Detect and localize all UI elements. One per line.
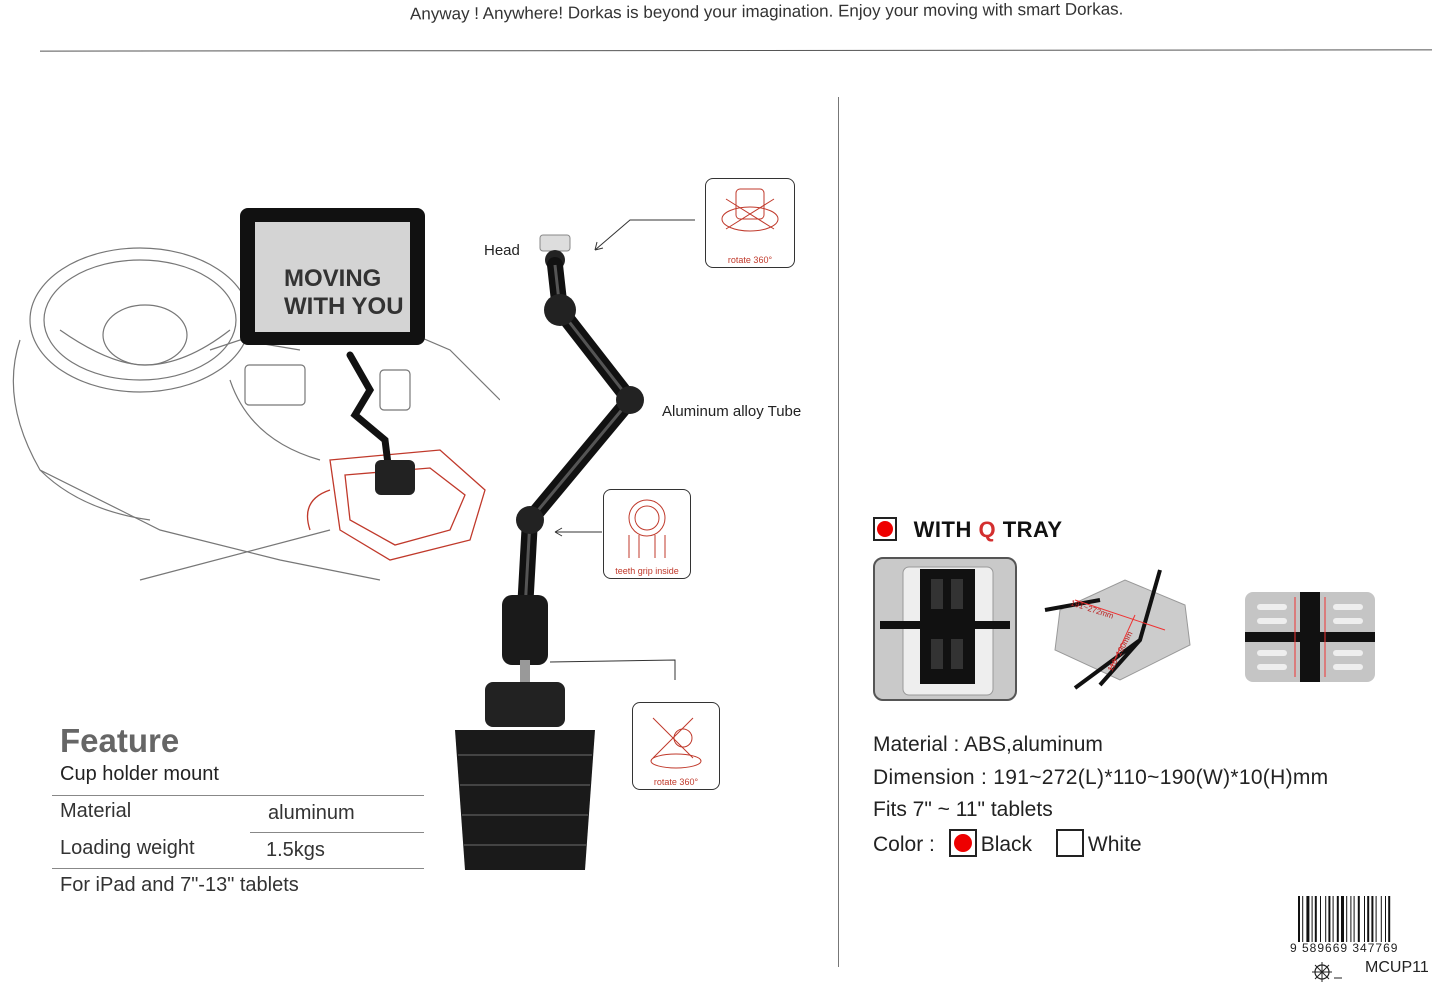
rotate-base-callout: rotate 360° (632, 702, 720, 790)
barcode-bar (1311, 896, 1313, 942)
spec-weight-value: 1.5kgs (266, 839, 325, 861)
barcode-bar (1306, 896, 1310, 942)
rotate-base-caption: rotate 360° (653, 777, 699, 787)
barcode-digits: 9 589669 347769 (1290, 941, 1399, 955)
tray-heading-suffix: TRAY (996, 517, 1063, 542)
rotate-head-caption: rotate 360° (727, 255, 773, 265)
tagline: Anyway ! Anywhere! Dorkas is beyond your… (409, 0, 1124, 24)
tray-heading-q: Q (978, 517, 997, 542)
cup-holder-mount-illustration (455, 234, 644, 870)
rotate-head-callout: rotate 360° (705, 178, 795, 268)
barcode-bar (1325, 896, 1327, 942)
color-option-black: Black (980, 833, 1033, 856)
tablet-screen-text: MOVING WITH YOU (284, 265, 404, 321)
barcode-bar (1328, 896, 1331, 942)
barcode-bar (1371, 896, 1374, 942)
car-interior-illustration (12, 208, 500, 581)
teeth-grip-sketch (628, 499, 666, 558)
tablet-screen (255, 222, 410, 332)
rotate-base-sketch (650, 717, 702, 769)
barcode-bar (1380, 896, 1382, 942)
spec-material-value: aluminum (268, 802, 355, 824)
white-swatch-icon[interactable] (1055, 829, 1084, 857)
red-dot-icon (873, 517, 897, 541)
teeth-grip-caption: teeth grip inside (615, 566, 679, 576)
barcode-bar (1332, 896, 1334, 942)
barcode-bar (1341, 896, 1344, 942)
feature-title: Feature (60, 722, 180, 759)
spec-rule (52, 868, 424, 869)
spec-weight-label: Loading weight (60, 837, 195, 859)
barcode-bar (1298, 896, 1300, 942)
tube-label: Aluminum alloy Tube (662, 403, 802, 420)
ship-wheel-logo-icon (1312, 962, 1342, 982)
barcode-bar (1350, 896, 1352, 942)
tablet-line-1: MOVING (284, 265, 382, 292)
spec-note: For iPad and 7"-13" tablets (60, 874, 299, 896)
barcode (1298, 896, 1391, 942)
barcode-bar (1357, 896, 1360, 942)
barcode-bar (1320, 896, 1321, 942)
callout-leader-lines (549, 219, 695, 680)
barcode-bar (1346, 896, 1348, 942)
barcode-bar (1388, 896, 1391, 942)
tray-dimension: Dimension : 191~272(L)*110~190(W)*10(H)m… (873, 766, 1329, 789)
barcode-bar (1353, 896, 1355, 942)
head-label: Head (484, 242, 520, 259)
tray-mounted-sketch (880, 566, 1010, 696)
barcode-bar (1375, 896, 1377, 942)
tray-material: Material : ABS,aluminum (873, 733, 1103, 756)
tray-color-row: Color : Black White (873, 829, 1142, 857)
tray-photo-mounted (873, 557, 1017, 701)
spec-material-label: Material (60, 800, 132, 822)
feature-subtitle: Cup holder mount (60, 763, 219, 785)
tray-top-view (1245, 592, 1375, 682)
color-label: Color : (873, 833, 935, 856)
barcode-bar (1385, 896, 1386, 942)
barcode-bar (1364, 896, 1365, 942)
tray-heading-prefix: WITH (913, 517, 979, 542)
rotate-head-sketch (721, 188, 779, 232)
spec-rule (52, 795, 424, 796)
barcode-bar (1336, 896, 1339, 942)
spec-rule (250, 832, 424, 833)
teeth-grip-callout: teeth grip inside (603, 489, 691, 579)
barcode-bar (1302, 896, 1304, 942)
barcode-bar (1314, 896, 1317, 942)
tray-dimension-diagram: 191~272mm 110~190mm (1044, 569, 1191, 690)
tray-heading: WITH Q TRAY (873, 517, 1063, 543)
barcode-bar (1367, 896, 1370, 942)
tray-fits: Fits 7" ~ 11" tablets (873, 798, 1053, 821)
header-rule (39, 49, 1433, 52)
color-option-white: White (1087, 833, 1142, 856)
black-swatch-icon[interactable] (948, 829, 977, 857)
model-number: MCUP11 (1365, 959, 1429, 976)
tablet-line-2: WITH YOU (284, 293, 404, 320)
column-divider (838, 97, 839, 967)
